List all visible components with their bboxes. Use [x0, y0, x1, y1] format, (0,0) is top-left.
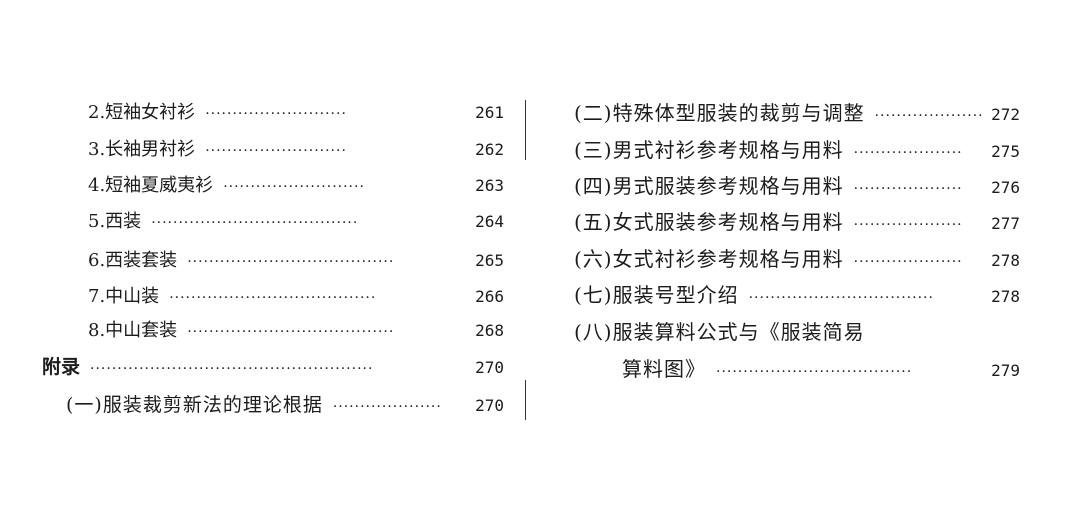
toc-entry-appendix-7: (七)服装号型介绍 ······························… [574, 280, 1020, 310]
toc-entry-title: (六)女式衬衫参考规格与用料 [574, 247, 844, 271]
toc-entry-title: (五)女式服装参考规格与用料 [574, 210, 844, 234]
column-divider [525, 100, 526, 160]
toc-page-number: 278 [991, 287, 1020, 306]
dot-leader: ···················· [874, 108, 984, 124]
dot-leader: ···································· [716, 364, 913, 380]
toc-page-number: 265 [475, 251, 504, 270]
toc-page-number: 261 [475, 103, 504, 122]
toc-page-number: 279 [991, 361, 1020, 380]
toc-page-number: 270 [475, 396, 504, 415]
dot-leader: ········································… [90, 361, 374, 377]
column-divider [525, 380, 526, 420]
toc-entry-title: 算料图》 [622, 357, 706, 381]
toc-section-heading: 附录 [42, 356, 81, 378]
toc-page-number: 270 [475, 358, 504, 377]
dot-leader: ······································ [151, 215, 359, 231]
toc-entry-title: 4.短袖夏威夷衫 [88, 175, 214, 196]
toc-entry-zhongshan-suit: 7.中山装 ··································… [88, 282, 504, 312]
toc-entry-short-sleeve-blouse: 2.短袖女衬衫 ·························· 261 [88, 98, 504, 128]
toc-page-number: 266 [475, 287, 504, 306]
toc-entry-title: 6.西装套装 [88, 250, 178, 271]
dot-leader: ·························· [205, 143, 347, 159]
dot-leader: ·························· [223, 179, 365, 195]
toc-entry-hawaiian-shirt: 4.短袖夏威夷衫 ·························· 263 [88, 171, 504, 201]
dot-leader: ···················· [853, 217, 963, 233]
toc-entry-title: 3.长袖男衬衫 [88, 139, 196, 160]
toc-entry-appendix-6: (六)女式衬衫参考规格与用料 ···················· 278 [574, 244, 1020, 274]
toc-page-number: 272 [991, 105, 1020, 124]
toc-page-number: 264 [475, 212, 504, 231]
toc-entry-suit-set: 6.西装套装 ·································… [88, 246, 504, 276]
toc-entry-zhongshan-set: 8.中山套装 ·································… [88, 316, 504, 346]
toc-entry-appendix-3: (三)男式衬衫参考规格与用料 ···················· 275 [574, 135, 1020, 165]
toc-entry-title: 8.中山套装 [88, 320, 178, 341]
toc-entry-appendix-4: (四)男式服装参考规格与用料 ···················· 276 [574, 171, 1020, 201]
toc-entry-title: 2.短袖女衬衫 [88, 102, 196, 123]
toc-page-number: 275 [991, 142, 1020, 161]
toc-entry-appendix-2: (二)特殊体型服装的裁剪与调整 ···················· 272 [574, 98, 1020, 128]
toc-entry-appendix-5: (五)女式服装参考规格与用料 ···················· 277 [574, 207, 1020, 237]
dot-leader: ······································ [187, 324, 395, 340]
toc-entry-appendix-8-title: (八)服装算料公式与《服装简易 [574, 320, 865, 344]
dot-leader: ···················· [332, 399, 442, 415]
toc-page-number: 278 [991, 251, 1020, 270]
dot-leader: ···················· [853, 145, 963, 161]
toc-entry-title: 7.中山装 [88, 286, 160, 307]
dot-leader: ···················· [853, 254, 963, 270]
toc-entry-appendix-1: (一)服装裁剪新法的理论根据 ···················· 270 [66, 390, 504, 420]
toc-entry-title: (一)服装裁剪新法的理论根据 [66, 394, 323, 416]
toc-entry-suit: 5.西装 ···································… [88, 207, 504, 237]
dot-leader: ···················· [853, 181, 963, 197]
toc-entry-long-sleeve-shirt: 3.长袖男衬衫 ·························· 262 [88, 135, 504, 165]
toc-entry-title: (七)服装号型介绍 [574, 283, 739, 307]
toc-page-number: 262 [475, 140, 504, 159]
dot-leader: ·························· [205, 106, 347, 122]
toc-entry-appendix-8: 算料图》 ···································… [622, 354, 1020, 384]
toc-entry-appendix: 附录 ·····································… [42, 352, 504, 382]
dot-leader: ·································· [748, 290, 934, 306]
toc-page-number: 268 [475, 321, 504, 340]
toc-entry-title: (四)男式服装参考规格与用料 [574, 174, 844, 198]
toc-page-number: 277 [991, 214, 1020, 233]
toc-entry-title: (三)男式衬衫参考规格与用料 [574, 138, 844, 162]
toc-entry-title: (二)特殊体型服装的裁剪与调整 [574, 101, 865, 125]
toc-page-number: 276 [991, 178, 1020, 197]
toc-page-number: 263 [475, 176, 504, 195]
toc-entry-title: 5.西装 [88, 211, 142, 232]
dot-leader: ······································ [169, 290, 377, 306]
dot-leader: ······································ [187, 254, 395, 270]
